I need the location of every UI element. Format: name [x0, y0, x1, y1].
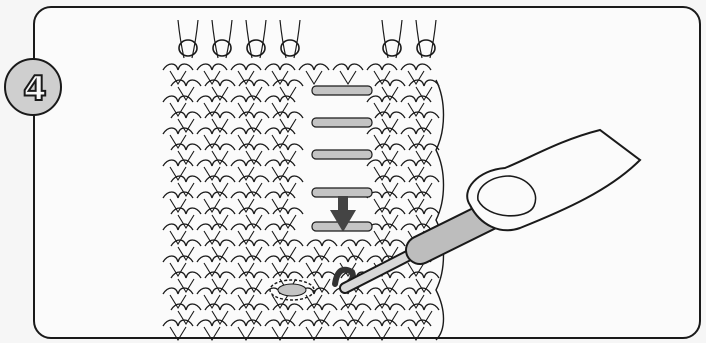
ladder-bar	[312, 118, 372, 127]
dropped-stitch-loop	[270, 280, 314, 300]
ladder-bar	[312, 86, 372, 95]
ladder-bar	[312, 150, 372, 159]
ladder-bar	[312, 188, 372, 197]
finger-icon	[467, 130, 640, 230]
